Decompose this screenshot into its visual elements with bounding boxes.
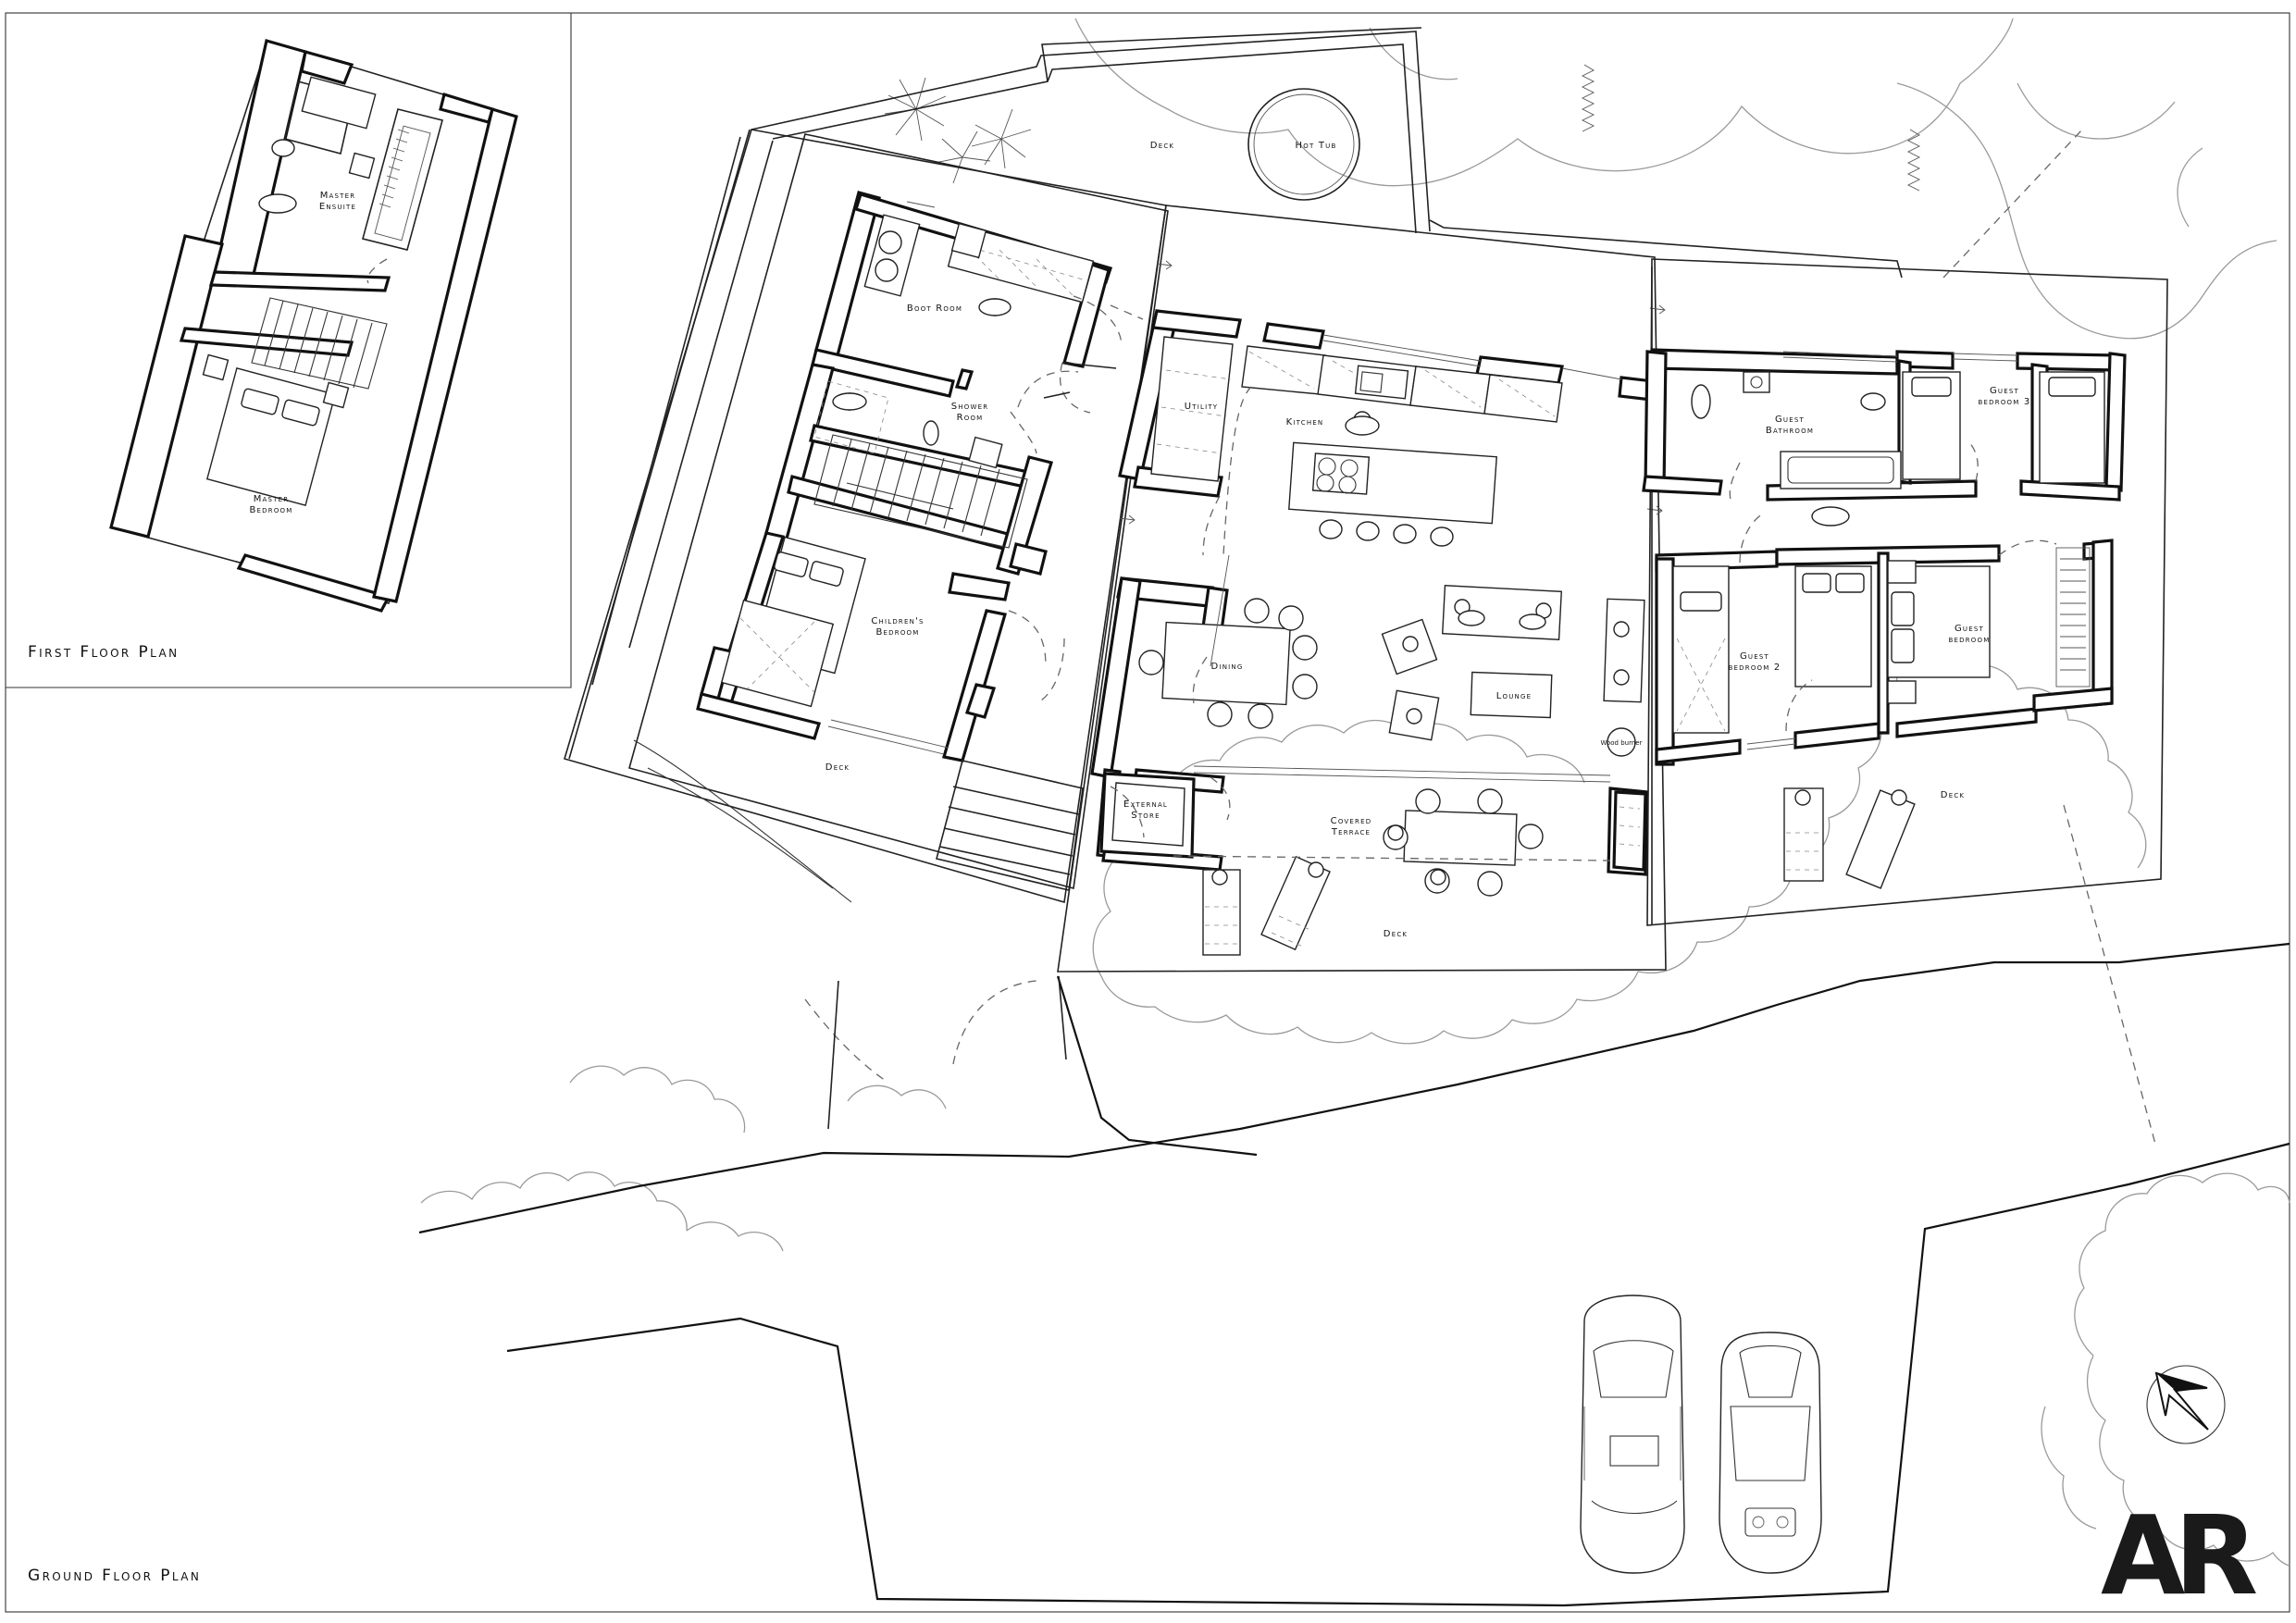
ar-logo: AR <box>2101 1492 2256 1619</box>
utility-label: Utility <box>1185 402 1219 412</box>
parked-car-left <box>1580 1295 1685 1574</box>
lounge-label: Lounge <box>1496 691 1533 701</box>
kitchen-label: Kitchen <box>1286 417 1324 427</box>
hot-tub-label: Hot Tub <box>1296 141 1337 151</box>
sheet-frame <box>5 12 2290 1613</box>
wood-burner-label: Wood burner <box>1600 739 1642 747</box>
north-arrow-icon <box>2146 1365 2226 1444</box>
south-deck-label: Deck <box>1384 929 1408 939</box>
central-block: Utility Kitchen Dining Lounge Wood burne… <box>1057 204 1667 973</box>
site-lines <box>418 942 2290 1607</box>
landscape-trees <box>420 18 2290 1567</box>
north-deck: Deck Hot Tub <box>751 27 1903 279</box>
parked-car-right <box>1719 1332 1822 1574</box>
ground-floor-plan-title: Ground Floor Plan <box>28 1567 201 1585</box>
first-floor-plan-title: First Floor Plan <box>28 643 179 662</box>
north-deck-label: Deck <box>1150 141 1174 151</box>
east-deck-label: Deck <box>1941 790 1965 800</box>
dining-label: Dining <box>1211 662 1244 672</box>
west-deck-label: Deck <box>825 762 850 773</box>
boot-room-label: Boot Room <box>907 304 962 314</box>
